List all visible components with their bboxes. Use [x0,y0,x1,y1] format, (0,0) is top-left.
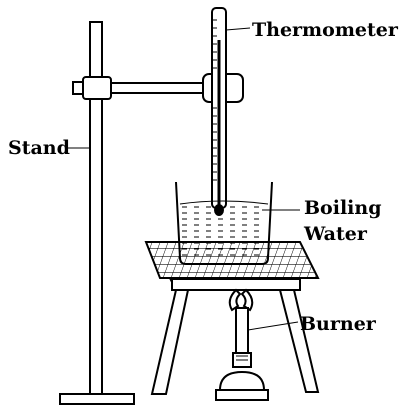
tripod-leg-left [150,289,189,395]
tripod-leg-right [279,289,320,393]
clamp-arm [110,82,216,94]
water-surface [179,200,269,205]
thermometer-leader [225,27,251,31]
tripod [150,277,320,395]
clamp-screw [72,81,84,95]
gauze-mesh [144,241,320,279]
burner-base-dome [218,370,266,391]
stand-base [59,393,135,405]
burner-leader [247,321,299,331]
tripod-top [171,278,301,291]
burner-tube [235,307,249,354]
wire-gauze [144,241,320,279]
burner-base [215,389,269,401]
burner-label: Burner [300,313,377,335]
burner [215,288,269,401]
thermometer [211,7,227,216]
water-label: Water [303,223,368,245]
thermometer-label: Thermometer [252,19,399,41]
stand-label: Stand [8,137,70,159]
boiling-label: Boiling [304,197,381,219]
clamp-boss [82,76,112,100]
